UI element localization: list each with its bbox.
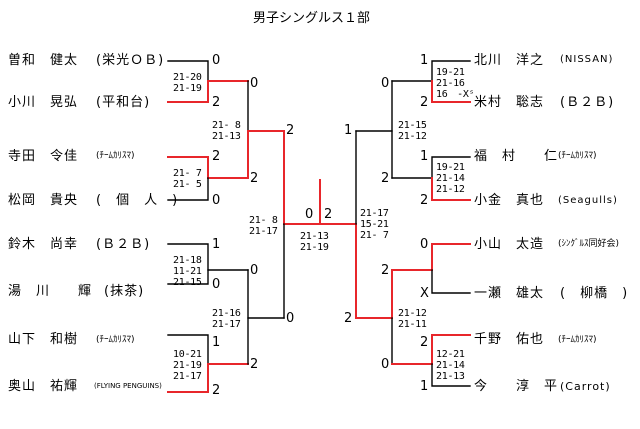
right-player-team: (Carrot)	[560, 380, 611, 393]
match-score: 0	[286, 311, 295, 326]
left-player-team: (FLYING PENGUINS)	[94, 382, 162, 390]
match-score: 2	[344, 311, 353, 326]
match-score: 0	[381, 357, 390, 372]
final-right-score: 2	[324, 207, 333, 222]
walkover-mark: X	[420, 286, 429, 301]
match-score: 2	[286, 123, 295, 138]
match-score: 2	[212, 95, 221, 110]
left-player-name: 鈴木 尚幸	[8, 237, 79, 252]
right-line	[391, 60, 471, 82]
match-score: 1	[420, 53, 429, 68]
right-player-team: (NISSAN)	[560, 54, 614, 65]
left-player-team: (Ｂ２Ｂ)	[96, 237, 151, 252]
left-player-team: ( 個 人 )	[96, 193, 179, 208]
right-player-name: 福 村 仁	[474, 149, 559, 164]
match-score: 2	[381, 263, 390, 278]
right-player-team: ( 柳橋 )	[560, 286, 629, 301]
game-scores: 21-18 11-21 21-15	[173, 255, 202, 288]
right-player-name: 北川 洋之	[474, 53, 545, 68]
right-line	[391, 334, 471, 365]
game-scores: 21- 7 21- 5	[173, 168, 202, 190]
match-score: 2	[250, 171, 259, 186]
match-score: 2	[250, 357, 259, 372]
match-score: 0	[212, 193, 221, 208]
right-player-name: 小金 真也	[474, 193, 545, 208]
left-player-team: (平和台)	[96, 95, 151, 110]
game-scores: 21-15 21-12	[398, 120, 427, 142]
left-line	[167, 177, 209, 201]
right-player-team: (ｼﾝｸﾞﾙｽ同好会)	[558, 239, 620, 249]
game-scores: 12-21 21-14 21-13	[436, 349, 465, 382]
match-score: 2	[420, 193, 429, 208]
game-scores: 21-12 21-11	[398, 308, 427, 330]
game-scores: 21-17 15-21 21- 7	[360, 208, 389, 241]
left-player-team: (抹茶)	[104, 284, 145, 299]
game-scores: 19-21 21-16 16 -Xˢ	[436, 67, 475, 100]
right-player-name: 一瀬 雄太	[474, 286, 545, 301]
right-player-team: (ﾁｰﾑｶﾘｽﾏ)	[558, 151, 597, 161]
left-player-team: (ﾁｰﾑｶﾘｽﾏ)	[96, 335, 135, 345]
final-left-score: 0	[305, 207, 314, 222]
right-player-name: 米村 聡志	[474, 95, 545, 110]
left-player-team: (ﾁｰﾑｶﾘｽﾏ)	[96, 151, 135, 161]
left-player-name: 湯 川 輝	[8, 284, 93, 299]
left-line	[167, 363, 249, 393]
match-score: 2	[420, 335, 429, 350]
match-score: 2	[212, 383, 221, 398]
left-line	[167, 243, 249, 271]
right-line	[431, 269, 471, 294]
left-player-name: 曽和 健太	[8, 53, 79, 68]
page-title: 男子シングルス１部	[253, 11, 371, 26]
right-player-name: 千野 佑也	[474, 332, 545, 347]
final-game-scores: 21-13 21-19	[300, 231, 329, 253]
game-scores: 21-20 21-19	[173, 72, 202, 94]
left-player-name: 奥山 祐輝	[8, 379, 79, 394]
match-score: 1	[420, 149, 429, 164]
right-player-team: (ﾁｰﾑｶﾘｽﾏ)	[558, 335, 597, 345]
match-score: 1	[420, 379, 429, 394]
match-score: 2	[381, 171, 390, 186]
match-score: 0	[250, 76, 259, 91]
left-line	[167, 269, 209, 285]
right-player-team: (Ｂ２Ｂ)	[560, 95, 615, 110]
left-player-name: 寺田 令佳	[8, 149, 79, 164]
right-line	[431, 177, 471, 201]
game-scores: 10-21 21-19 21-17	[173, 349, 202, 382]
match-score: 2	[212, 149, 221, 164]
match-score: 0	[212, 277, 221, 292]
match-score: 0	[420, 237, 429, 252]
match-score: 0	[250, 263, 259, 278]
match-score: 1	[212, 335, 221, 350]
right-player-name: 今 淳 平	[474, 379, 559, 394]
left-player-team: (栄光ＯＢ)	[96, 53, 165, 68]
match-score: 1	[344, 123, 353, 138]
left-player-name: 松岡 貴央	[8, 193, 79, 208]
right-player-team: (Seagulls)	[558, 195, 618, 206]
match-score: 0	[212, 53, 221, 68]
match-score: 1	[212, 237, 221, 252]
left-player-name: 山下 和樹	[8, 332, 79, 347]
game-scores: 21- 8 21-13	[212, 120, 241, 142]
left-line	[247, 130, 285, 179]
match-score: 0	[381, 76, 390, 91]
right-line	[431, 363, 471, 387]
left-line	[283, 130, 321, 225]
game-scores: 21-16 21-17	[212, 308, 241, 330]
game-scores: 19-21 21-14 21-12	[436, 162, 465, 195]
right-line	[431, 80, 471, 103]
match-score: 2	[420, 95, 429, 110]
left-player-name: 小川 晃弘	[8, 95, 79, 110]
right-player-name: 小山 太造	[474, 237, 545, 252]
game-scores: 21- 8 21-17	[249, 215, 278, 237]
left-line	[167, 156, 249, 179]
left-line	[167, 80, 249, 103]
right-line	[391, 243, 471, 271]
right-line	[391, 156, 471, 179]
